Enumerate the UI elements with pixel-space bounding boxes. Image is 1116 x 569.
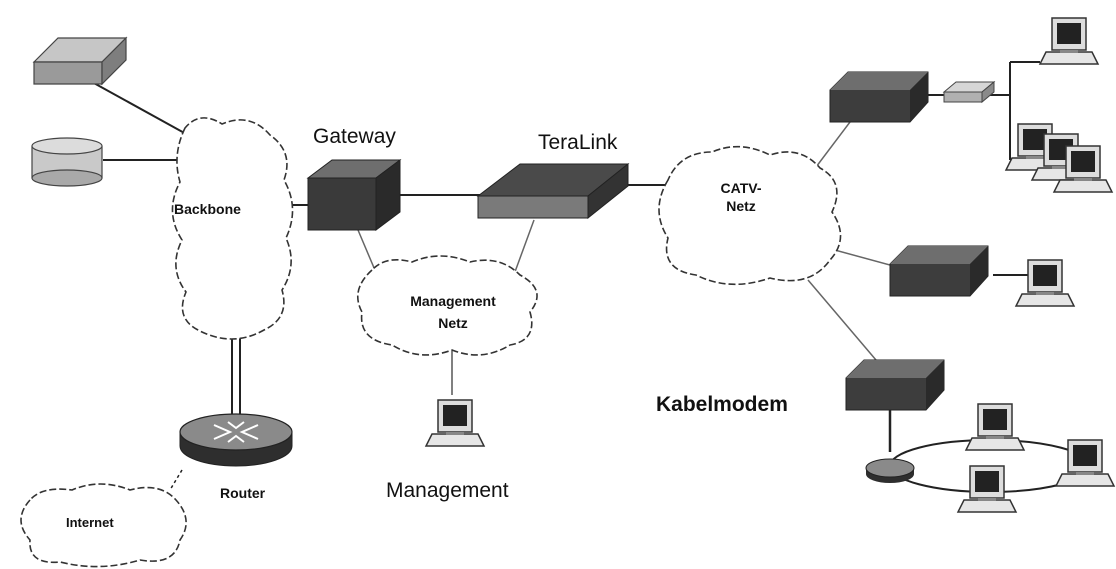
gateway-label: Gateway — [313, 125, 396, 148]
backbone-cloud — [171, 117, 294, 340]
cable-modem-middle — [889, 245, 989, 297]
catv-cloud — [658, 145, 842, 286]
cable-modem-top — [829, 71, 929, 123]
pc-icon — [1055, 439, 1115, 487]
internet-cloud — [20, 483, 187, 568]
hub-device — [942, 80, 996, 104]
gateway-device — [306, 159, 402, 231]
backbone-label: Backbone — [174, 201, 241, 217]
management-pc-icon — [425, 399, 485, 447]
management-net-label: Management Netz — [368, 290, 538, 335]
router-label: Router — [220, 485, 266, 501]
management-cloud — [356, 255, 538, 356]
router-icon — [179, 413, 293, 467]
pc-icon — [957, 465, 1017, 513]
server-device — [32, 36, 128, 86]
pc-icon — [965, 403, 1025, 451]
pc-icon — [1039, 17, 1099, 65]
pc-icon — [1015, 259, 1075, 307]
kabelmodem-label: Kabelmodem — [656, 393, 788, 416]
database-icon — [31, 137, 103, 187]
catv-label-text: CATV- Netz — [720, 180, 762, 214]
teralink-device — [476, 162, 630, 220]
management-label: Management — [386, 479, 509, 502]
management-net-label-text: Management Netz — [410, 293, 496, 332]
catv-label: CATV- Netz — [706, 180, 776, 215]
cable-modem-bottom — [845, 359, 945, 411]
teralink-label: TeraLink — [538, 131, 618, 154]
internet-label: Internet — [66, 515, 114, 530]
